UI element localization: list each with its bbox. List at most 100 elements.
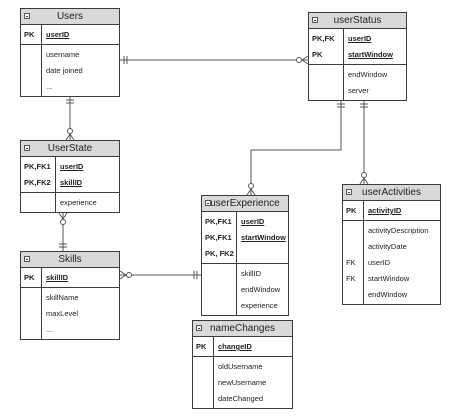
attribute-field: skillID: [241, 269, 261, 278]
relationship-line-userstatus-userexperience: [250, 100, 342, 195]
column-divider: [55, 193, 56, 213]
key-type: PK,FK2: [24, 178, 51, 187]
attribute-row[interactable]: activityDescription: [343, 223, 440, 239]
attribute-row[interactable]: dateChanged: [193, 391, 292, 407]
attribute-row[interactable]: ...: [21, 79, 119, 95]
crow-foot: [65, 133, 71, 141]
attribute-row[interactable]: skillID: [202, 266, 288, 282]
crow-foot: [119, 274, 127, 280]
zero-circle: [60, 219, 66, 225]
key-field: activityID: [368, 206, 402, 215]
attribute-row[interactable]: experience: [202, 298, 288, 314]
column-divider: [363, 201, 364, 220]
attribute-row[interactable]: endWindow: [202, 282, 288, 298]
column-divider: [363, 221, 364, 305]
column-divider: [236, 264, 237, 316]
key-field: skillID: [46, 273, 69, 282]
attribute-row[interactable]: username: [21, 47, 119, 63]
crow-foot: [246, 188, 252, 196]
attribute-row[interactable]: activityDate: [343, 239, 440, 255]
crow-foot: [359, 177, 365, 185]
collapse-icon[interactable]: [205, 200, 211, 206]
collapse-icon[interactable]: [312, 17, 318, 23]
key-type: PK: [24, 30, 35, 39]
collapse-icon[interactable]: [346, 189, 352, 195]
entity-header[interactable]: UserState: [21, 141, 119, 157]
attribute-row[interactable]: newUsername: [193, 375, 292, 391]
attribute-field: oldUsername: [218, 362, 263, 371]
entity-header[interactable]: userActivities: [343, 185, 440, 201]
crow-foot: [62, 212, 68, 220]
entity-header[interactable]: userStatus: [309, 13, 406, 29]
entity-header[interactable]: userExperience: [202, 196, 288, 212]
key-field: userID: [46, 30, 70, 39]
collapse-icon[interactable]: [24, 145, 30, 151]
column-divider: [236, 212, 237, 263]
column-divider: [41, 288, 42, 340]
collapse-icon[interactable]: [24, 13, 30, 19]
attribute-row[interactable]: oldUsername: [193, 359, 292, 375]
column-divider: [41, 268, 42, 287]
attribute-field: skillName: [46, 293, 79, 302]
entity-header[interactable]: Skills: [21, 252, 119, 268]
attribute-row[interactable]: skillName: [21, 290, 119, 306]
attribute-row[interactable]: date joined: [21, 63, 119, 79]
key-type: PK, FK2: [205, 249, 234, 258]
crow-foot: [69, 133, 75, 141]
attribute-field: endWindow: [348, 70, 388, 79]
attribute-field: userID: [368, 258, 391, 267]
column-divider: [213, 357, 214, 409]
key-field: changeID: [218, 342, 252, 351]
key-row[interactable]: PK, FK2: [202, 246, 288, 262]
entity-title: Users: [56, 11, 84, 22]
attribute-row[interactable]: maxLevel: [21, 306, 119, 322]
entity-header[interactable]: Users: [21, 9, 119, 25]
key-field: userID: [241, 217, 265, 226]
attribute-row[interactable]: endWindow: [343, 287, 440, 303]
attribute-row[interactable]: ...: [21, 322, 119, 338]
attribute-section: endWindow server: [309, 65, 406, 101]
column-divider: [343, 29, 344, 64]
collapse-icon[interactable]: [196, 325, 202, 331]
key-row[interactable]: PK userID: [21, 27, 119, 43]
key-type: PK: [312, 50, 323, 59]
attribute-row[interactable]: server: [309, 83, 406, 99]
entity-title: UserState: [47, 143, 93, 154]
attribute-row[interactable]: endWindow: [309, 67, 406, 83]
attribute-field: ...: [46, 325, 53, 334]
column-divider: [213, 337, 214, 356]
key-type: PK,FK: [312, 34, 335, 43]
column-divider: [41, 45, 42, 97]
key-type: PK,FK1: [205, 233, 232, 242]
column-divider: [343, 65, 344, 101]
collapse-icon[interactable]: [24, 256, 30, 262]
attribute-row[interactable]: experience: [21, 195, 119, 211]
entity-header[interactable]: nameChanges: [193, 321, 292, 337]
attribute-field: experience: [241, 301, 278, 310]
